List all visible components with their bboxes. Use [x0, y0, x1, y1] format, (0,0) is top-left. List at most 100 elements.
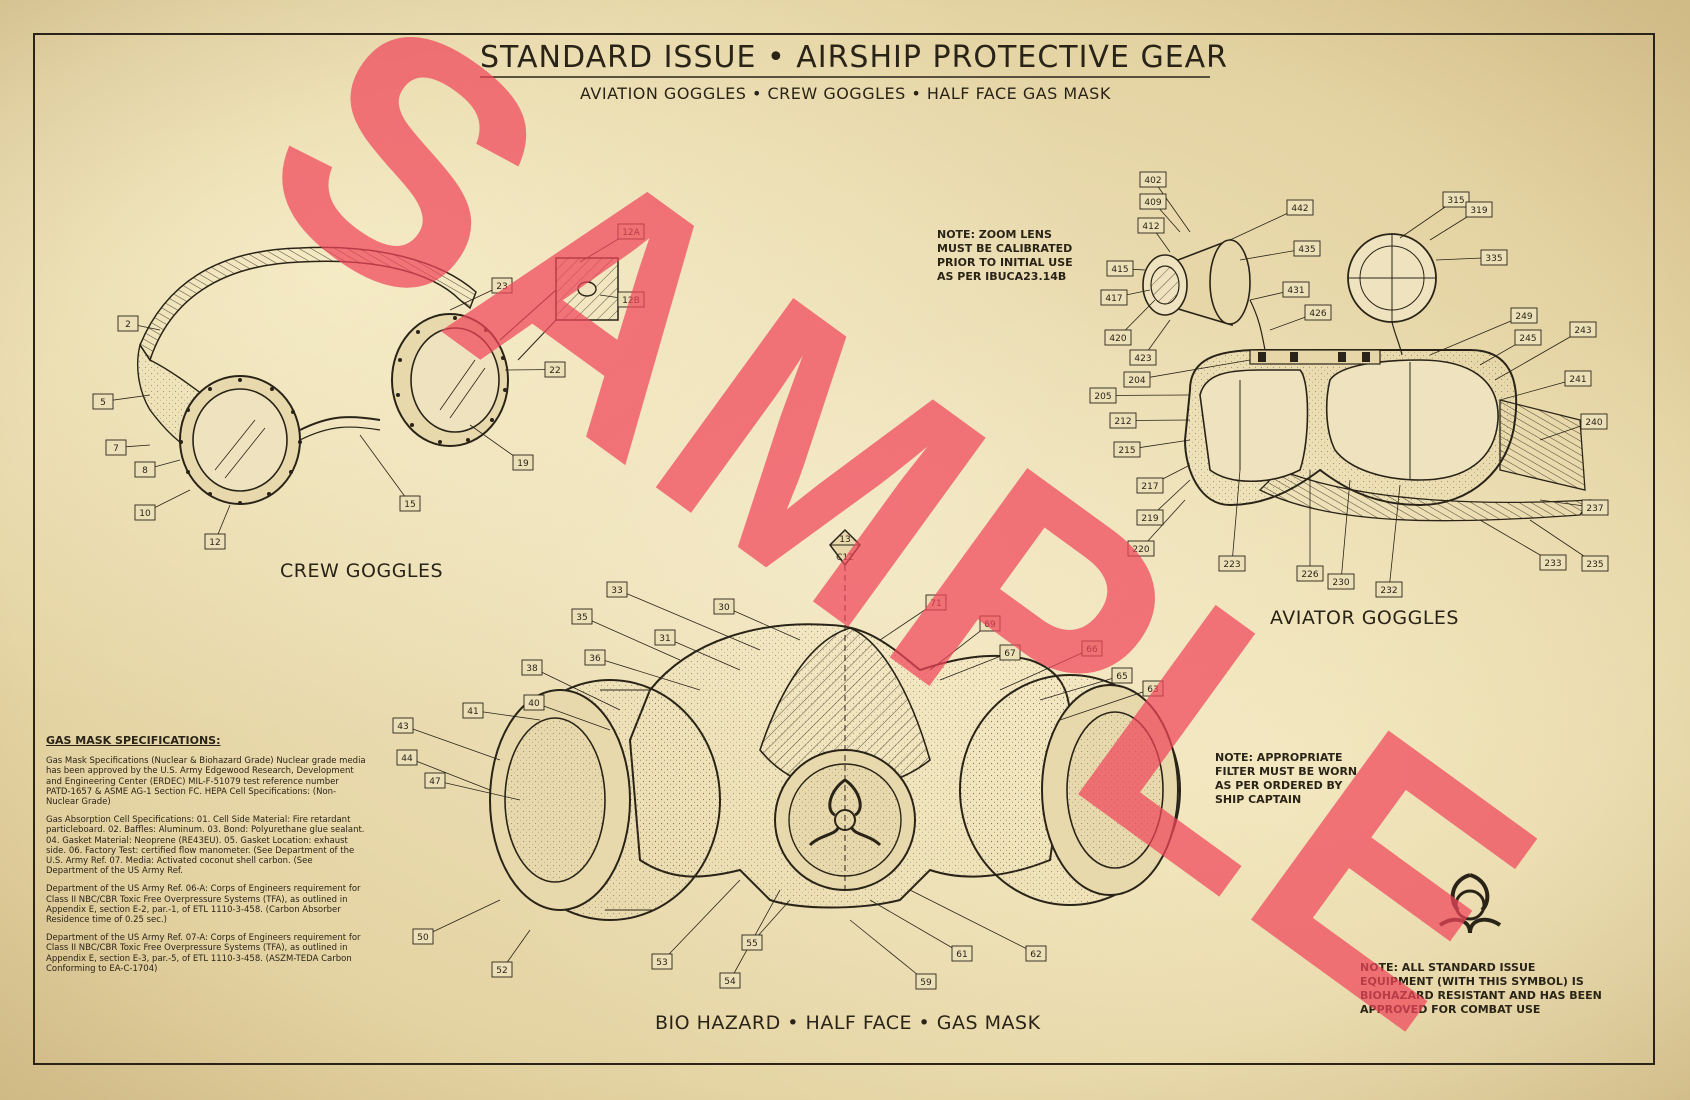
- callout-box: [951, 945, 973, 962]
- marker-bottom: C12: [836, 553, 854, 563]
- callout-label: 205: [1094, 392, 1111, 402]
- callout-box: [1581, 499, 1609, 516]
- callout-label: 409: [1144, 198, 1161, 208]
- aviator-section-label: AVIATOR GOGGLES: [1270, 607, 1459, 629]
- callout-leader: [531, 667, 621, 711]
- callout-leader: [359, 434, 411, 504]
- callout-box: [523, 694, 545, 711]
- callout-box: [462, 702, 484, 719]
- callout-box: [424, 772, 446, 789]
- callout-box: [654, 629, 676, 646]
- callout-box: [105, 439, 127, 456]
- callout-label: 33: [611, 586, 622, 596]
- callout-box: [1539, 554, 1567, 571]
- callout-label: 69: [984, 620, 996, 630]
- callout-box: [1514, 329, 1542, 346]
- callout-label: 65: [1116, 672, 1127, 682]
- callout-box: [204, 533, 226, 550]
- callout-label: 15: [404, 500, 415, 510]
- callout-box: [1127, 540, 1155, 557]
- aviator-right-lens: [1325, 359, 1499, 481]
- biohazard-note: NOTE: ALL STANDARD ISSUE EQUIPMENT (WITH…: [1360, 961, 1602, 1016]
- callout-label: 12: [209, 538, 220, 548]
- callout-label: 23: [496, 282, 507, 292]
- callout-label: 41: [467, 707, 478, 717]
- callout-label: 220: [1132, 545, 1149, 555]
- callout-label: 71: [930, 599, 941, 609]
- callout-label: 19: [517, 459, 529, 469]
- callout-leader: [406, 757, 491, 791]
- aviator-left-lens: [1199, 369, 1309, 483]
- callout-box: [1510, 307, 1538, 324]
- callout-label: 241: [1569, 375, 1586, 385]
- callout-label: 204: [1128, 376, 1145, 386]
- callout-label: 38: [526, 664, 538, 674]
- callout-box: [719, 972, 741, 989]
- mask-left-canister: [489, 679, 721, 921]
- specs-block-1: Gas Mask Specifications (Nuclear & Bioha…: [46, 756, 366, 808]
- callout-box: [1480, 249, 1508, 266]
- callout-box: [1106, 260, 1134, 277]
- callout-leader: [1429, 315, 1525, 356]
- callout-box: [1581, 555, 1609, 572]
- callout-box: [512, 454, 534, 471]
- callout-box: [1564, 370, 1592, 387]
- callout-box: [1304, 304, 1332, 321]
- aviator-lens-detail: [1347, 233, 1437, 356]
- callout-label: 7: [113, 444, 119, 454]
- callout-label: 217: [1141, 482, 1158, 492]
- callout-label: 10: [139, 509, 151, 519]
- callout-label: 335: [1485, 254, 1502, 264]
- callout-box: [651, 953, 673, 970]
- callout-label: 5: [100, 398, 106, 408]
- callout-box: [1081, 640, 1103, 657]
- specs-block-3: Department of the US Army Ref. 06-A: Cor…: [46, 884, 361, 926]
- callout-box: [1137, 217, 1165, 234]
- callout-box: [741, 934, 763, 951]
- callout-box: [617, 223, 645, 240]
- callout-box: [1569, 321, 1597, 338]
- callout-label: 442: [1291, 204, 1308, 214]
- callout-label: 36: [589, 654, 601, 664]
- callout-leader: [723, 606, 801, 641]
- callout-label: 426: [1309, 309, 1326, 319]
- callout-leader: [999, 648, 1093, 691]
- page-subtitle: AVIATION GOGGLES • CREW GOGGLES • HALF F…: [580, 84, 1111, 103]
- callout-leader: [1340, 479, 1351, 582]
- callout-label: 31: [659, 634, 670, 644]
- callout-leader: [661, 879, 741, 962]
- specs-block-4: Department of the US Army Ref. 07-A: Cor…: [46, 933, 361, 974]
- callout-box: [617, 291, 645, 308]
- callout-leader: [594, 657, 701, 691]
- callout-box: [571, 608, 593, 625]
- callout-label: 245: [1519, 334, 1536, 344]
- biohazard-icon: [1438, 873, 1502, 934]
- callout-label: 50: [417, 933, 429, 943]
- callout-box: [1286, 199, 1314, 216]
- callout-box: [1375, 581, 1403, 598]
- callout-label: 8: [142, 466, 148, 476]
- callout-label: 431: [1287, 286, 1304, 296]
- callout-box: [1136, 509, 1164, 526]
- callout-box: [979, 615, 1001, 632]
- callout-label: 52: [496, 966, 507, 976]
- callout-label: 66: [1086, 645, 1098, 655]
- callout-label: 402: [1144, 176, 1161, 186]
- callout-leader: [849, 919, 927, 982]
- crew-strap: [139, 246, 477, 362]
- callout-label: 415: [1111, 265, 1128, 275]
- callout-box: [1089, 387, 1117, 404]
- callout-box: [92, 393, 114, 410]
- crew-goggles-drawing: [137, 246, 619, 505]
- callout-leader: [1152, 179, 1191, 233]
- callout-leader: [1102, 394, 1191, 396]
- callout-label: 30: [718, 603, 730, 613]
- callout-box: [1293, 240, 1321, 257]
- callout-box: [1139, 193, 1167, 210]
- callout-box: [134, 504, 156, 521]
- callout-label: 235: [1586, 560, 1603, 570]
- callout-label: 22: [549, 366, 560, 376]
- callout-box: [999, 644, 1021, 661]
- callout-box: [1100, 289, 1128, 306]
